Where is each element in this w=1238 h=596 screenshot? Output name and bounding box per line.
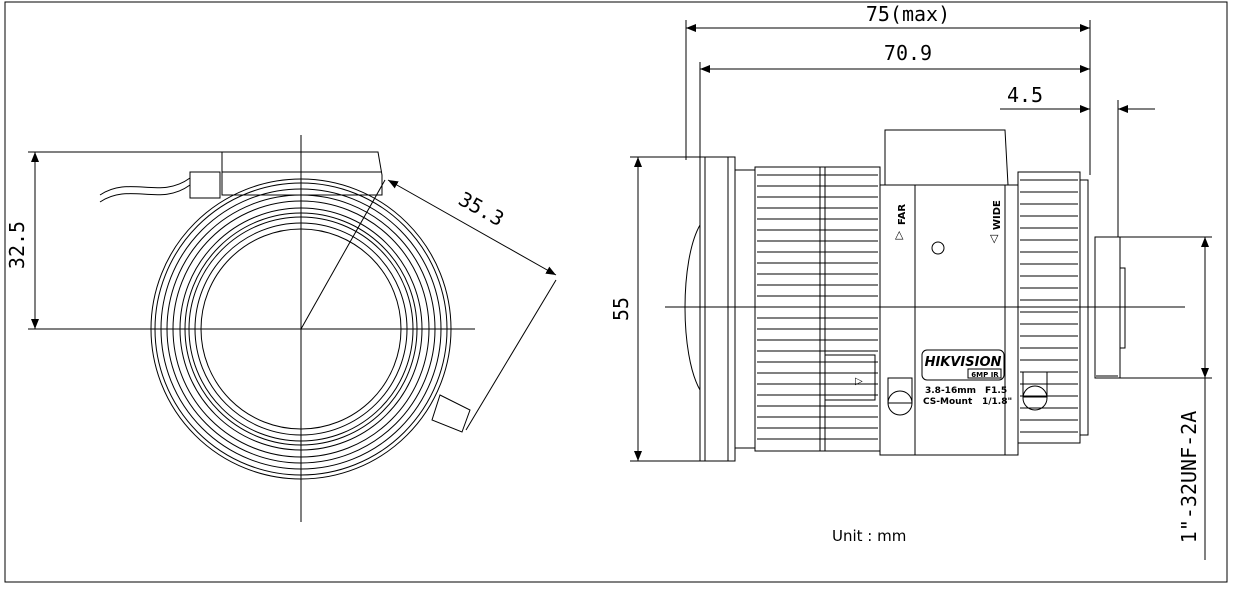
dim-body-length: 70.9 [884,41,932,65]
far-label: FAR [897,204,908,225]
wide-triangle-icon: ▽ [990,232,999,245]
sensor-format: 1/1.8" [982,397,1012,407]
focal-length: 3.8-16mm [925,386,976,396]
index-triangle-icon: ▷ [855,376,863,387]
side-view: HIKVISION 6MP IR 3.8-16mm F1.5 CS-Mount … [609,2,1212,560]
dim-diagonal: 35.3 [455,187,509,231]
unit-label: Unit : mm [832,527,907,545]
dim-front-height: 32.5 [5,221,29,269]
dim-diameter: 55 [609,297,633,321]
mount-type: CS-Mount [923,397,973,407]
badge: 6MP IR [971,371,999,379]
dim-thread: 1"-32UNF-2A [1177,411,1201,543]
wide-label: WIDE [992,200,1003,230]
dim-mount-depth: 4.5 [1007,83,1043,107]
far-triangle-icon: △ [895,228,904,241]
front-view: 32.5 35.3 [5,135,557,522]
aperture: F1.5 [985,386,1007,396]
dim-overall-length: 75(max) [866,2,950,26]
drawing-frame [4,1,1228,583]
brand-logo: HIKVISION [925,355,1002,370]
